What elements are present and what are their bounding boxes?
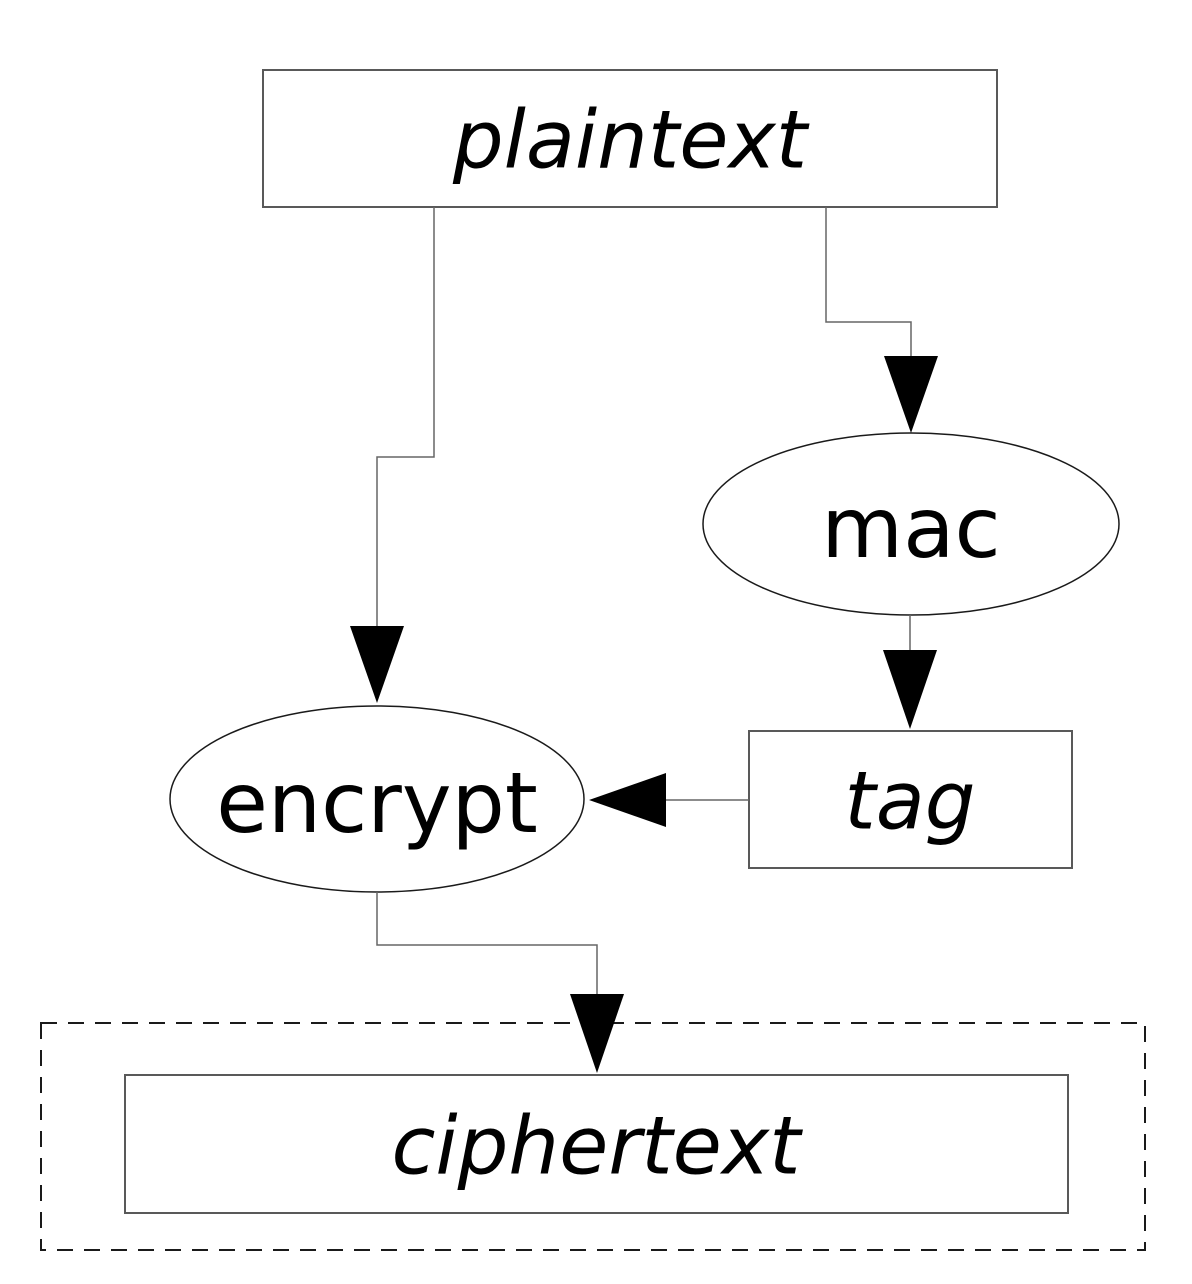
arrow-plaintext-to-encrypt-head: [350, 626, 404, 703]
arrow-encrypt-to-ciphertext: [376, 892, 624, 1073]
ciphertext-label: ciphertext: [391, 1100, 803, 1193]
tag-label: tag: [844, 755, 975, 848]
encrypt-label: encrypt: [216, 754, 538, 852]
arrow-plaintext-to-mac: [825, 207, 938, 433]
mac-label: mac: [821, 479, 1000, 577]
arrow-plaintext-to-mac-line: [825, 207, 912, 357]
arrow-mac-to-tag-head: [883, 650, 937, 729]
plaintext-node: plaintext: [262, 69, 998, 208]
encrypt-node: encrypt: [169, 705, 585, 893]
tag-box: [748, 730, 1073, 869]
arrow-plaintext-to-encrypt: [350, 207, 435, 703]
arrow-mac-to-tag: [883, 615, 937, 729]
ciphertext-node: ciphertext: [124, 1074, 1069, 1214]
plaintext-box: [262, 69, 998, 208]
arrow-encrypt-to-ciphertext-line: [376, 892, 598, 995]
arrow-tag-to-encrypt-head: [589, 773, 666, 827]
ciphertext-box: [124, 1074, 1069, 1214]
arrow-plaintext-to-encrypt-line: [376, 207, 435, 627]
arrow-plaintext-to-mac-head: [884, 356, 938, 433]
arrow-encrypt-to-ciphertext-head: [570, 994, 624, 1073]
tag-node: tag: [748, 730, 1073, 869]
arrow-tag-to-encrypt: [589, 773, 749, 827]
mac-node: mac: [702, 432, 1120, 616]
plaintext-label: plaintext: [452, 94, 810, 187]
